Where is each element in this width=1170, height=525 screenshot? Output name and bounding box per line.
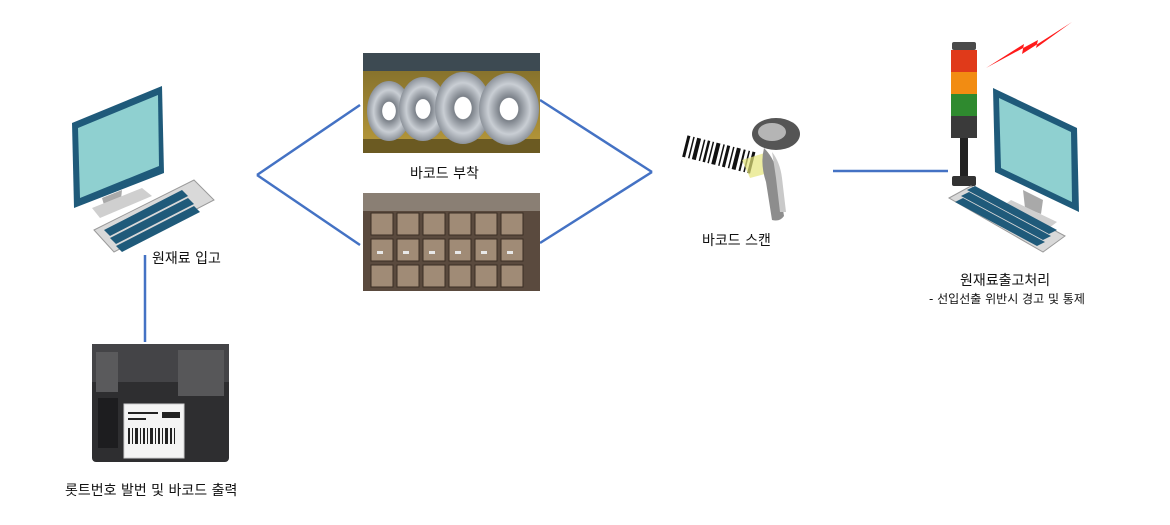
steel-coil-photo (363, 53, 540, 153)
connector-pc-coils (256, 103, 361, 177)
desktop-computer-icon (72, 86, 215, 253)
label-printer-icon (92, 344, 229, 462)
barcode-scanner-icon (682, 118, 800, 221)
intake-label: 원재료 입고 (152, 251, 221, 267)
scan-label: 바코드 스캔 (702, 233, 771, 249)
print-label: 롯트번호 발번 및 바코드 출력 (65, 483, 238, 499)
h-beam-photo (363, 193, 540, 291)
lightning-alert-icon (986, 22, 1072, 68)
desktop-computer-icon (947, 88, 1079, 253)
connector-coils-scanner (539, 98, 653, 174)
connector-beams-scanner (539, 170, 653, 245)
attach-label: 바코드 부착 (410, 166, 479, 182)
connector-pc-beams (256, 173, 361, 247)
signal-tower-light-icon (951, 42, 977, 186)
release-note-label: - 선입선출 위반시 경고 및 통제 (929, 292, 1085, 306)
release-label: 원재료출고처리 (960, 273, 1051, 289)
